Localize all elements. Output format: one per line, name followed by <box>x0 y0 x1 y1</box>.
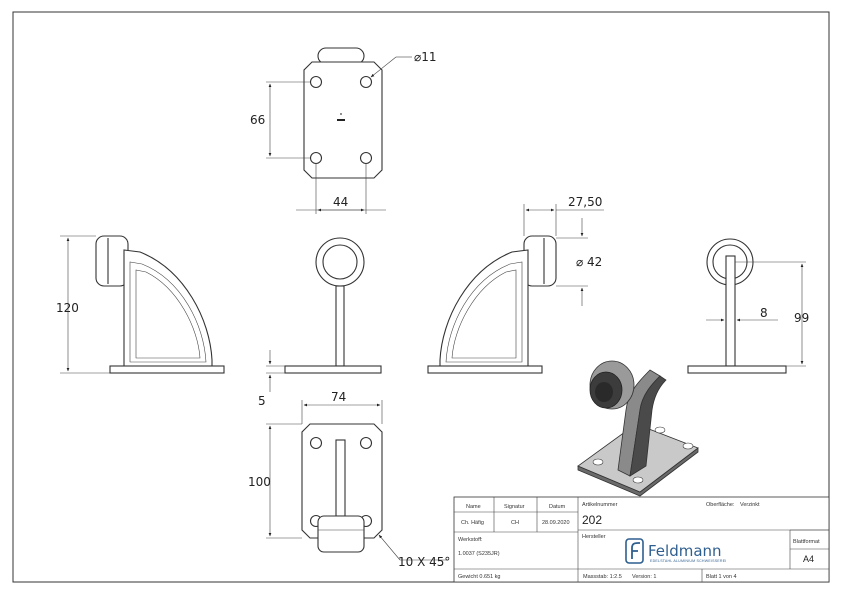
feldmann-logo-icon <box>625 538 644 564</box>
isometric-view <box>577 360 699 497</box>
tb-brand-tagline: EDELSTAHL ALUMINIUM SCHWEISSEREI <box>650 559 727 563</box>
tb-name-value: Ch. Häfig <box>461 520 484 526</box>
tb-signature-label: Signatur <box>504 504 525 510</box>
front-base-plate <box>284 365 382 374</box>
front-roller-inner <box>322 244 358 280</box>
left-base-plate <box>109 365 225 374</box>
top-view-hole-tl <box>309 75 323 89</box>
dim-roller-dia: ⌀ 42 <box>576 255 602 269</box>
far-right-view <box>687 238 806 374</box>
tb-version: Version: 1 <box>632 574 656 580</box>
tb-format-value: A4 <box>803 554 814 564</box>
dim-hole-dia: ⌀11 <box>414 50 437 64</box>
iso-web-face <box>629 375 667 477</box>
bottom-view-base-plate <box>301 423 383 539</box>
tb-manufacturer-label: Hersteller <box>582 534 606 540</box>
tb-material-value: 1.0037 (S235JR) <box>458 551 500 557</box>
bottom-roller <box>317 515 365 553</box>
dim-hole-spacing-horizontal: 44 <box>333 195 348 209</box>
tb-article-value: 202 <box>582 513 602 527</box>
tb-format-label: Blattformat <box>793 539 820 545</box>
bottom-hole-tr <box>359 436 373 450</box>
front-web <box>335 285 345 367</box>
bottom-hole-tl <box>309 436 323 450</box>
dim-roller-offset: 27,50 <box>568 195 602 209</box>
left-bracket <box>123 249 213 367</box>
far-right-base-plate <box>687 365 787 374</box>
top-view-hole-bl <box>309 151 323 165</box>
bottom-view <box>266 400 448 561</box>
dim-total-height: 120 <box>56 301 79 315</box>
right-side-view <box>427 204 604 374</box>
left-side-view <box>60 235 225 374</box>
top-view-hole-br <box>359 151 373 165</box>
dim-plate-length: 100 <box>248 475 271 489</box>
tb-article-label: Artikelnummer <box>582 502 618 508</box>
left-roller <box>95 235 129 287</box>
far-right-web <box>725 255 736 367</box>
tb-signature-value: CH <box>511 520 519 526</box>
drawing-frame <box>12 11 830 583</box>
tb-brand-name: Feldmann <box>648 542 722 560</box>
tb-name-label: Name <box>466 504 481 510</box>
tb-scale: Massstab: 1:2.5 <box>583 574 622 580</box>
top-view <box>266 47 412 214</box>
tb-sheet: Blatt 1 von 4 <box>706 574 737 580</box>
dim-chamfer: 10 X 45° <box>398 555 450 569</box>
dim-plate-width: 74 <box>331 390 346 404</box>
right-bracket <box>439 249 529 367</box>
dim-axis-height: 99 <box>794 311 809 325</box>
front-view <box>266 237 382 392</box>
tb-surface-label: Oberfläche: <box>706 502 735 508</box>
tb-weight: Gewicht 0.651 kg <box>458 574 501 580</box>
tb-date-label: Datum <box>549 504 566 510</box>
right-base-plate <box>427 365 543 374</box>
tb-material-label: Werkstoff: <box>458 537 483 543</box>
right-roller <box>523 235 557 287</box>
dim-web-thickness: 8 <box>760 306 768 320</box>
top-view-hole-tr <box>359 75 373 89</box>
tb-date-value: 28.09.2020 <box>542 520 570 526</box>
dim-hole-spacing-vertical: 66 <box>250 113 265 127</box>
tb-surface-value: Verzinkt <box>740 502 760 508</box>
dim-plate-thickness: 5 <box>258 394 266 408</box>
